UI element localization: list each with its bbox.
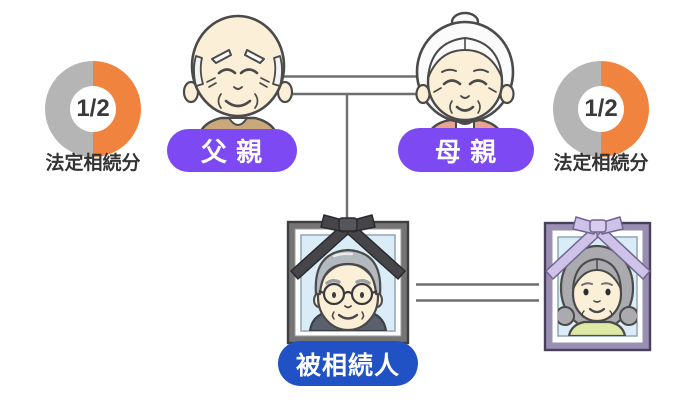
decedent-memorial-portrait-icon — [286, 214, 410, 345]
mother-inheritance-share-chart: 1/2 — [553, 61, 649, 157]
lavender-mourning-ribbon-icon — [545, 216, 651, 280]
decedent-label-badge: 被相続人 — [278, 341, 418, 386]
father-share-fraction: 1/2 — [70, 86, 116, 132]
mother-share-fraction: 1/2 — [578, 86, 624, 132]
mother-share-caption: 法定相続分 — [553, 153, 649, 174]
father-share-caption: 法定相続分 — [45, 153, 141, 174]
mother-label-badge: 母 親 — [398, 128, 534, 172]
decedent-spouse-memorial-portrait-icon — [543, 216, 652, 352]
black-mourning-ribbon-icon — [290, 214, 406, 280]
father-label-badge: 父 親 — [167, 129, 297, 172]
father-inheritance-share-chart: 1/2 — [45, 61, 141, 157]
